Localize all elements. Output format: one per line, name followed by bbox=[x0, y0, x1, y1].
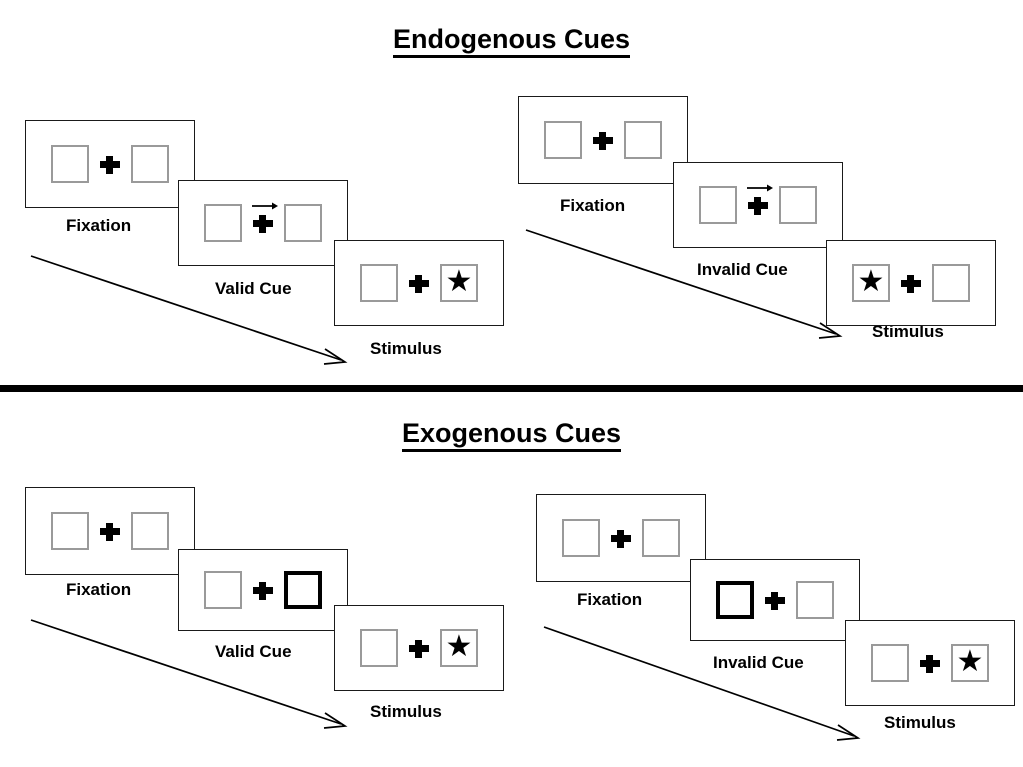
left-placeholder-box: ★ bbox=[852, 264, 890, 302]
plus-cross-icon bbox=[89, 143, 131, 185]
right-placeholder-box bbox=[642, 519, 680, 557]
right-placeholder-box bbox=[779, 186, 817, 224]
left-placeholder-box bbox=[871, 644, 909, 682]
right-placeholder-box: ★ bbox=[440, 629, 478, 667]
plus-cross-icon bbox=[398, 262, 440, 304]
right-placeholder-box bbox=[624, 121, 662, 159]
left-placeholder-box bbox=[699, 186, 737, 224]
panel-content: ★ bbox=[360, 262, 478, 304]
star-icon: ★ bbox=[445, 630, 473, 663]
panel-content bbox=[716, 579, 834, 621]
right-placeholder-box: ★ bbox=[440, 264, 478, 302]
panel-endogenous-valid-fixation bbox=[25, 120, 195, 208]
caption-endogenous-valid-stimulus: Stimulus bbox=[370, 339, 442, 358]
left-placeholder-box bbox=[51, 145, 89, 183]
caption-exogenous-invalid-cue: Invalid Cue bbox=[713, 653, 804, 672]
panel-content: ★ bbox=[852, 262, 970, 304]
panel-content bbox=[51, 143, 169, 185]
left-placeholder-box bbox=[544, 121, 582, 159]
page-title-exogenous: Exogenous Cues bbox=[0, 418, 1023, 452]
star-icon: ★ bbox=[445, 265, 473, 298]
panel-exogenous-valid-stimulus: ★ bbox=[334, 605, 504, 691]
right-placeholder-box bbox=[131, 512, 169, 550]
panel-content bbox=[699, 184, 817, 226]
panel-exogenous-invalid-stimulus: ★ bbox=[845, 620, 1015, 706]
right-arrow-cue-icon bbox=[252, 202, 278, 210]
panel-exogenous-invalid-cue bbox=[690, 559, 860, 641]
exogenous-title-text: Exogenous Cues bbox=[401, 418, 622, 452]
left-placeholder-box bbox=[204, 571, 242, 609]
right-placeholder-box bbox=[796, 581, 834, 619]
caption-endogenous-valid-cue: Valid Cue bbox=[215, 279, 292, 298]
right-arrow-cue-icon bbox=[747, 184, 773, 192]
panel-content bbox=[204, 202, 322, 244]
caption-endogenous-invalid-cue: Invalid Cue bbox=[697, 260, 788, 279]
right-placeholder-box bbox=[932, 264, 970, 302]
panel-endogenous-valid-stimulus: ★ bbox=[334, 240, 504, 326]
caption-exogenous-invalid-stimulus: Stimulus bbox=[884, 713, 956, 732]
right-placeholder-box bbox=[284, 204, 322, 242]
panel-content bbox=[51, 510, 169, 552]
left-placeholder-box bbox=[204, 204, 242, 242]
star-icon: ★ bbox=[857, 265, 885, 298]
caption-endogenous-invalid-fixation: Fixation bbox=[560, 196, 626, 215]
right-placeholder-box: ★ bbox=[951, 644, 989, 682]
plus-cross-icon bbox=[890, 262, 932, 304]
plus-cross-icon bbox=[737, 184, 779, 226]
left-placeholder-box-cued bbox=[716, 581, 754, 619]
caption-exogenous-valid-cue: Valid Cue bbox=[215, 642, 292, 661]
caption-exogenous-invalid-fixation: Fixation bbox=[577, 590, 643, 609]
endogenous-title-text: Endogenous Cues bbox=[392, 24, 630, 58]
left-placeholder-box bbox=[360, 264, 398, 302]
panel-content bbox=[204, 569, 322, 611]
left-placeholder-box bbox=[562, 519, 600, 557]
section-divider bbox=[0, 385, 1023, 392]
plus-cross-icon bbox=[909, 642, 951, 684]
caption-endogenous-invalid-stimulus: Stimulus bbox=[872, 322, 944, 341]
plus-cross-icon bbox=[242, 569, 284, 611]
panel-content bbox=[562, 517, 680, 559]
page-title-endogenous: Endogenous Cues bbox=[0, 24, 1023, 58]
caption-exogenous-valid-stimulus: Stimulus bbox=[370, 702, 442, 721]
panel-exogenous-invalid-fixation bbox=[536, 494, 706, 582]
plus-cross-icon bbox=[600, 517, 642, 559]
plus-cross-icon bbox=[242, 202, 284, 244]
panel-content: ★ bbox=[871, 642, 989, 684]
panel-endogenous-invalid-stimulus: ★ bbox=[826, 240, 996, 326]
right-placeholder-box-cued bbox=[284, 571, 322, 609]
plus-cross-icon bbox=[398, 627, 440, 669]
star-icon: ★ bbox=[956, 645, 984, 678]
panel-endogenous-invalid-fixation bbox=[518, 96, 688, 184]
panel-content bbox=[544, 119, 662, 161]
caption-endogenous-valid-fixation: Fixation bbox=[66, 216, 132, 235]
panel-endogenous-invalid-cue bbox=[673, 162, 843, 248]
panel-exogenous-valid-cue bbox=[178, 549, 348, 631]
time-flow-arrow-icon bbox=[30, 255, 348, 365]
plus-cross-icon bbox=[582, 119, 624, 161]
panel-exogenous-valid-fixation bbox=[25, 487, 195, 575]
panel-endogenous-valid-cue bbox=[178, 180, 348, 266]
right-placeholder-box bbox=[131, 145, 169, 183]
plus-cross-icon bbox=[754, 579, 796, 621]
caption-exogenous-valid-fixation: Fixation bbox=[66, 580, 132, 599]
left-placeholder-box bbox=[360, 629, 398, 667]
plus-cross-icon bbox=[89, 510, 131, 552]
left-placeholder-box bbox=[51, 512, 89, 550]
panel-content: ★ bbox=[360, 627, 478, 669]
